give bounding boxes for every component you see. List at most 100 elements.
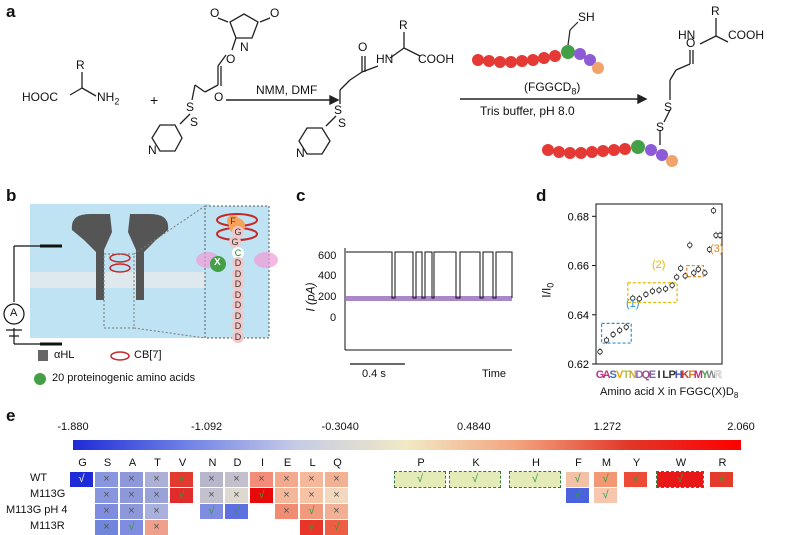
prod1-s2: S bbox=[338, 116, 347, 130]
xtick-label-E: E bbox=[649, 369, 656, 381]
panel-label-a: a bbox=[6, 2, 16, 21]
heatmap-col-S: S bbox=[103, 457, 112, 469]
heatmap-col-A: A bbox=[128, 457, 137, 469]
legend-amino-acids: 20 proteinogenic amino acids bbox=[52, 372, 196, 384]
heatmap-col-D: D bbox=[233, 457, 242, 469]
chart-frame bbox=[595, 203, 723, 365]
colorbar bbox=[73, 440, 741, 450]
point-Q bbox=[643, 291, 649, 297]
panel-label-c: c bbox=[296, 186, 306, 205]
prod1-hn: HN bbox=[376, 52, 394, 66]
inset-residue-6: D bbox=[232, 278, 244, 290]
point-A bbox=[603, 337, 610, 343]
prod2-o: O bbox=[686, 36, 696, 50]
point-T bbox=[623, 324, 629, 330]
colorbar-tick-0: -1.880 bbox=[57, 421, 89, 433]
heatmap-cell: × bbox=[200, 472, 223, 487]
inset-residue-5: D bbox=[232, 267, 244, 280]
heatmap-col-Q: Q bbox=[333, 457, 342, 469]
heatmap-cell: √ bbox=[225, 504, 248, 519]
heatmap-cell: √ bbox=[250, 488, 273, 503]
point-R bbox=[717, 232, 723, 238]
xtick-label-G: G bbox=[596, 369, 605, 381]
trace-ytick-0: 0 bbox=[330, 312, 337, 324]
chart-ylabel: I/I0 bbox=[539, 282, 556, 298]
point-W bbox=[710, 207, 717, 214]
colorbar-tick-2: -0.3040 bbox=[321, 421, 359, 433]
heatmap-col-H: H bbox=[532, 457, 540, 469]
heatmap-col-W: W bbox=[675, 457, 687, 469]
xtick-label-Q: Q bbox=[642, 369, 651, 381]
colorbar-tick-3: 0.4840 bbox=[456, 421, 491, 433]
group-label-3: (3) bbox=[710, 243, 723, 255]
heatmap-cell: √ bbox=[710, 472, 733, 487]
xtick-label-V: V bbox=[616, 369, 624, 381]
inset-residue-8: D bbox=[232, 299, 244, 311]
heatmap-cell: × bbox=[120, 488, 143, 503]
heatmap-cell: √ bbox=[200, 504, 223, 519]
x-residue-label: X bbox=[214, 257, 221, 268]
heatmap-cell: √ bbox=[300, 520, 323, 535]
heatmap-cell: √ bbox=[566, 472, 589, 487]
s1b: S bbox=[190, 115, 199, 129]
heatmap-cell: √ bbox=[449, 471, 501, 488]
prod1-o: O bbox=[358, 40, 368, 54]
n-py1: N bbox=[148, 143, 157, 157]
plus-sign: + bbox=[150, 92, 159, 108]
heatmap-cell: √ bbox=[170, 488, 193, 503]
prod2-hn: HN bbox=[678, 28, 696, 42]
point-H bbox=[678, 265, 684, 271]
heatmap-col-N: N bbox=[208, 457, 217, 469]
point-E bbox=[649, 288, 656, 294]
inset-residue-0: F bbox=[227, 215, 239, 227]
reaction-scheme-svg bbox=[69, 13, 729, 167]
heatmap-row-label-1: M113G bbox=[30, 488, 66, 500]
xtick-label-F: F bbox=[688, 369, 695, 381]
group-box-3 bbox=[686, 264, 704, 278]
peptide-beads-product bbox=[542, 140, 678, 167]
n-py2: N bbox=[296, 146, 305, 160]
xtick-label-N: N bbox=[629, 369, 637, 381]
prod2-s1: S bbox=[664, 100, 673, 114]
prod2-r: R bbox=[711, 4, 720, 18]
heatmap-col-K: K bbox=[472, 457, 480, 469]
prod1-r: R bbox=[399, 18, 408, 32]
step2-peptide: (FGGCD8) bbox=[524, 80, 581, 97]
heatmap-cell: × bbox=[145, 488, 168, 503]
xtick-label-S: S bbox=[609, 369, 616, 381]
heatmap-cell: √ bbox=[325, 520, 348, 535]
point-G bbox=[597, 349, 603, 355]
xtick-label-W: W bbox=[706, 369, 717, 381]
s1a: S bbox=[186, 100, 195, 114]
heatmap-cell: × bbox=[300, 488, 323, 503]
heatmap-cell: √ bbox=[656, 471, 704, 488]
nhs-o-right: O bbox=[270, 6, 280, 20]
point-L bbox=[662, 286, 669, 292]
xtick-label-L: L bbox=[662, 369, 669, 381]
heatmap-col-F: F bbox=[575, 457, 582, 469]
trace-xlabel: Time bbox=[482, 368, 507, 380]
inset-residue-11: D bbox=[232, 330, 244, 343]
heatmap-cell: × bbox=[275, 504, 298, 519]
colorbar-tick-1: -1.092 bbox=[190, 421, 223, 433]
point-H bbox=[674, 274, 680, 280]
peptide-beads-top bbox=[472, 21, 604, 74]
xtick-label-R: R bbox=[714, 369, 722, 381]
inset-residue-3: C bbox=[232, 246, 244, 259]
point-S bbox=[610, 331, 616, 338]
heatmap-cell: × bbox=[95, 520, 118, 535]
heatmap-cell: × bbox=[95, 472, 118, 487]
membrane bbox=[30, 272, 210, 288]
heatmap-cell: √ bbox=[566, 488, 589, 503]
nhs-n: N bbox=[240, 40, 249, 54]
ammeter-label: A bbox=[10, 307, 18, 319]
xtick-label-P: P bbox=[668, 369, 675, 381]
heatmap-cell: × bbox=[250, 472, 273, 487]
xtick-label-Y: Y bbox=[701, 369, 709, 381]
heatmap-cell: √ bbox=[509, 471, 561, 488]
point-D bbox=[636, 296, 642, 302]
heatmap-cell: √ bbox=[594, 488, 617, 503]
current-trace bbox=[346, 251, 513, 299]
